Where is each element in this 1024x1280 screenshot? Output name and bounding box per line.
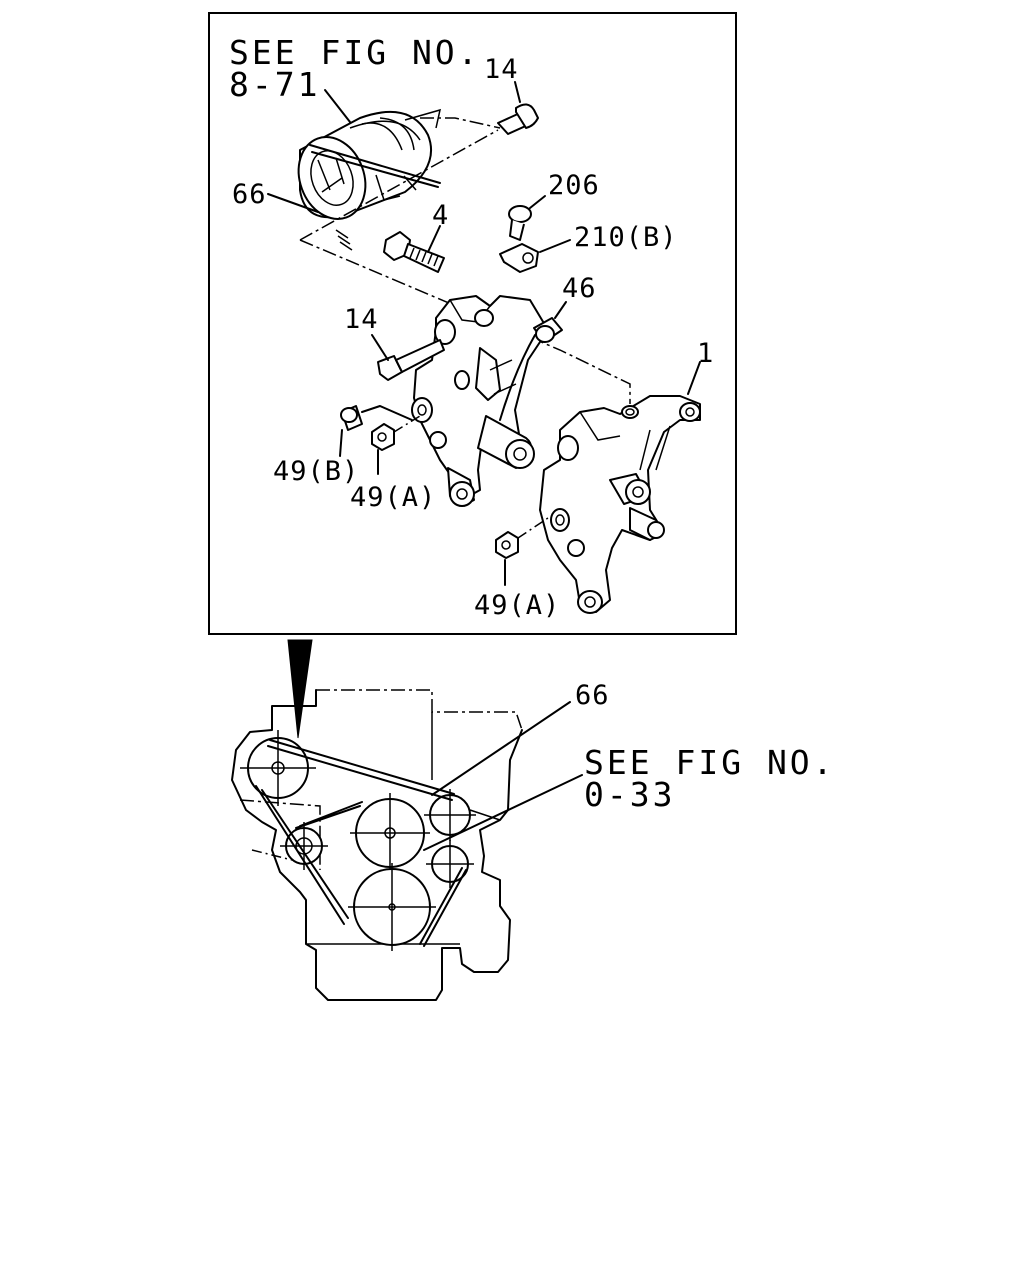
- leader-66-engine: [431, 701, 571, 796]
- spacer-46: [533, 317, 563, 343]
- drive-belt: [255, 739, 467, 947]
- leader-49b: [339, 429, 343, 457]
- leader-210b: [539, 239, 571, 253]
- leader-46: [554, 301, 567, 319]
- leader-engine-reference: [423, 774, 583, 851]
- left-mounting-bracket: [411, 295, 549, 507]
- pulley-idler-right: [424, 789, 476, 841]
- bracket-210b: [499, 243, 539, 273]
- inset-frame: [208, 12, 737, 635]
- bolt-4: [383, 231, 445, 273]
- nut-49a-bottom: [495, 531, 519, 559]
- engine-reference-line1: SEE FIG NO.: [584, 743, 836, 782]
- pulley-water-pump: [350, 793, 430, 873]
- leader-14-mid: [371, 334, 389, 361]
- callout-14-mid: 14: [344, 304, 379, 335]
- leader-1: [687, 361, 701, 395]
- bushing-49b: [340, 405, 363, 431]
- inset-reference-line2: 8-71: [229, 65, 320, 104]
- callout-1: 1: [697, 338, 714, 369]
- callout-46: 46: [562, 273, 597, 304]
- nut-centerline-bottom: [517, 517, 549, 539]
- callout-4: 4: [432, 200, 449, 231]
- compressor-centerline-1: [420, 117, 501, 129]
- spacer-leader: [361, 405, 413, 421]
- callout-66-top: 66: [232, 179, 267, 210]
- bolt-14-mid: [377, 339, 445, 381]
- leader-46-bracket: [499, 334, 536, 421]
- assembly-centerline: [299, 239, 631, 404]
- callout-49a-left: 49(A): [350, 482, 436, 513]
- callout-14-top: 14: [484, 54, 519, 85]
- engine-reference-line2: 0-33: [584, 775, 675, 814]
- callout-66-engine: 66: [575, 680, 610, 711]
- nut-49a-left: [371, 423, 395, 451]
- callout-210b: 210(B): [574, 222, 678, 253]
- bolt-206: [508, 205, 532, 241]
- pulley-crankshaft: [348, 863, 436, 951]
- pulley-alternator: [426, 840, 474, 888]
- inset-pointer-arrow: [287, 639, 313, 739]
- compressor-centerline-2: [299, 129, 499, 241]
- bolt-14-top: [497, 103, 539, 135]
- compressor-hatch: [335, 229, 353, 251]
- right-mounting-bracket: [539, 395, 701, 614]
- leader-206: [529, 195, 546, 209]
- nut-centerline-left: [393, 415, 421, 433]
- leader-66-top: [267, 193, 319, 213]
- inset-reference-line1: SEE FIG NO.: [229, 33, 481, 72]
- callout-49b: 49(B): [273, 456, 359, 487]
- callout-49a-bottom: 49(A): [474, 590, 560, 621]
- pulley-tensioner: [280, 822, 328, 870]
- callout-206: 206: [548, 170, 600, 201]
- compressor-drawing: [297, 89, 442, 220]
- leader-14-top: [514, 81, 521, 103]
- leader-4: [427, 225, 441, 253]
